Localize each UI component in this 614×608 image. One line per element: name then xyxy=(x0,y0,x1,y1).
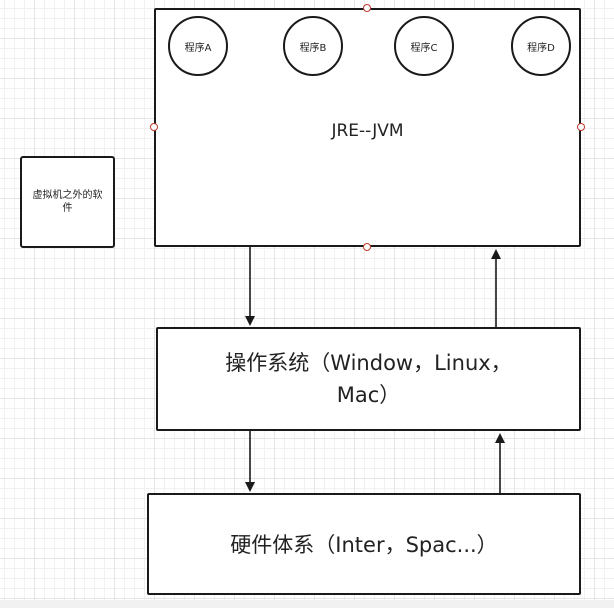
program-a-node[interactable]: 程序A xyxy=(168,16,228,76)
hardware-box[interactable]: 硬件体系（Inter，Spac...） xyxy=(147,493,581,595)
program-b-label: 程序B xyxy=(299,42,327,54)
outside-vm-software-box[interactable]: 虚拟机之外的软件 xyxy=(20,156,115,248)
program-c-node[interactable]: 程序C xyxy=(394,16,454,76)
selection-handle-right[interactable] xyxy=(577,123,585,131)
selection-handle-bottom[interactable] xyxy=(363,243,371,251)
canvas-bottom-strip xyxy=(0,600,614,608)
program-c-label: 程序C xyxy=(410,42,438,54)
outside-vm-software-label: 虚拟机之外的软件 xyxy=(32,190,103,214)
hardware-label: 硬件体系（Inter，Spac...） xyxy=(230,533,498,557)
operating-system-box[interactable]: 操作系统（Window，Linux，Mac） xyxy=(156,327,581,431)
program-a-label: 程序A xyxy=(184,42,212,54)
jre-jvm-label: JRE--JVM xyxy=(331,121,404,141)
program-d-node[interactable]: 程序D xyxy=(511,16,571,76)
selection-handle-left[interactable] xyxy=(150,123,158,131)
operating-system-label: 操作系统（Window，Linux，Mac） xyxy=(225,351,512,407)
program-b-node[interactable]: 程序B xyxy=(283,16,343,76)
program-d-label: 程序D xyxy=(527,42,555,54)
jre-jvm-box[interactable]: 程序A 程序B 程序C 程序D JRE--JVM xyxy=(154,8,581,247)
selection-handle-top[interactable] xyxy=(363,4,371,12)
